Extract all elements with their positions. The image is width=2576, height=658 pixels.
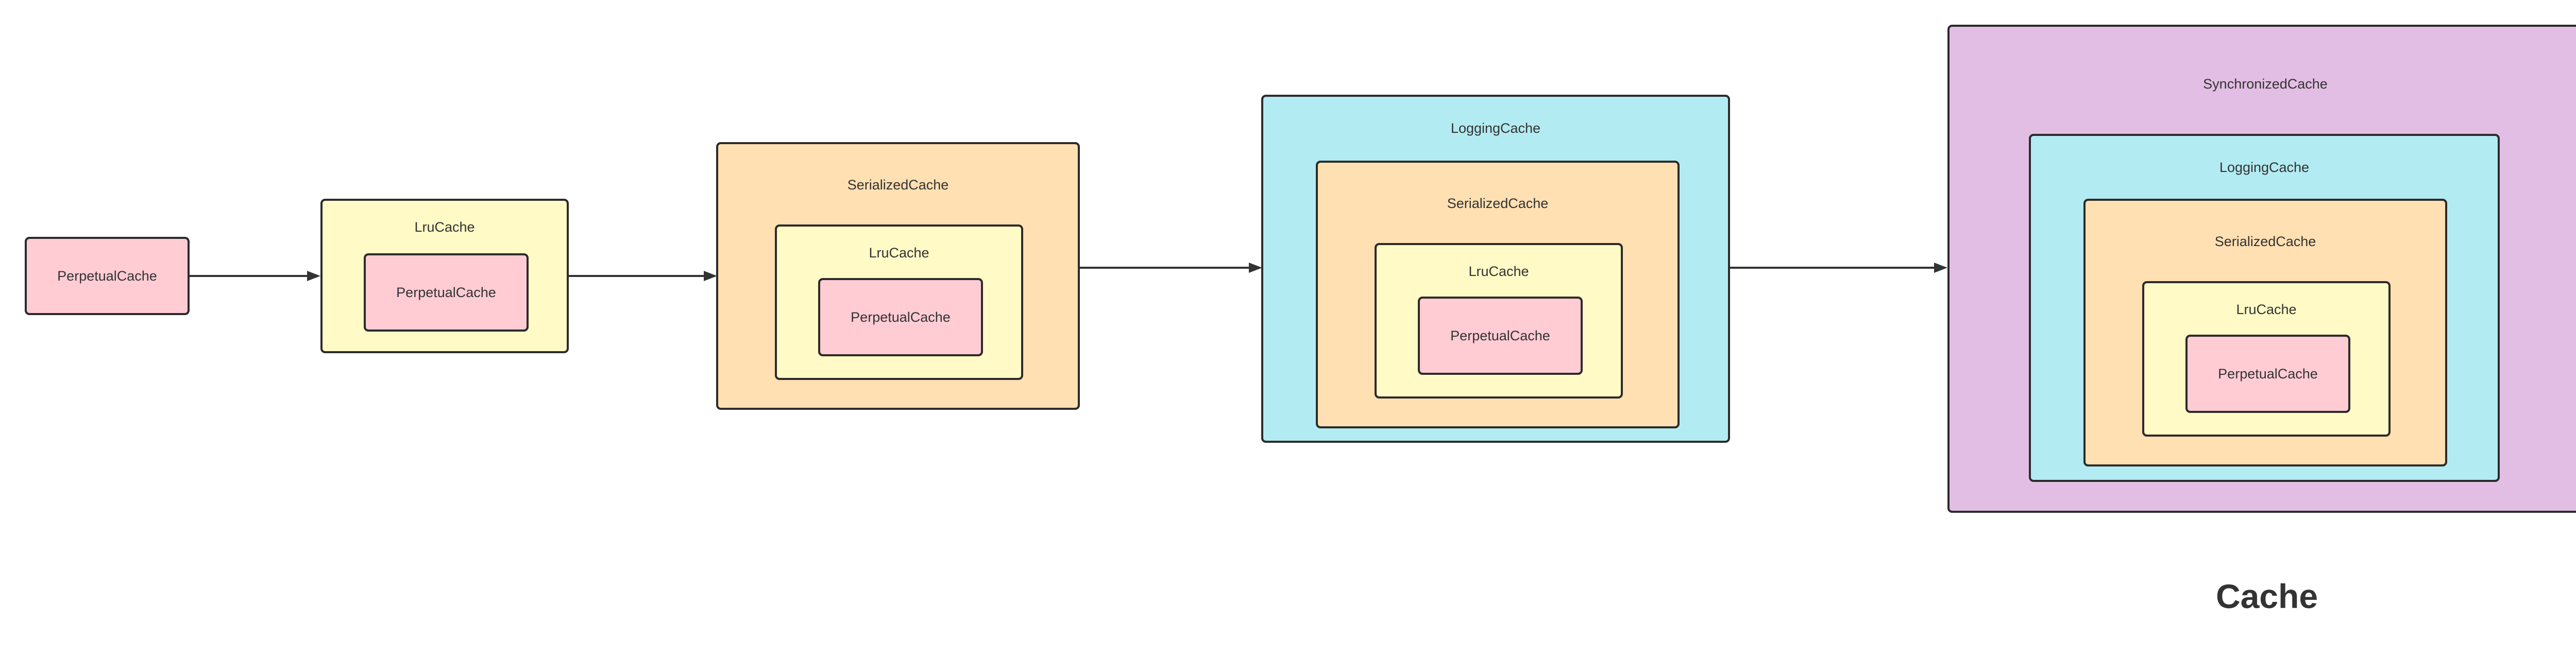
stage3-serialized-label: SerializedCache (847, 177, 949, 193)
stage1-perpetual-label: PerpetualCache (57, 268, 157, 284)
stage5-serialized-box: SerializedCache LruCache PerpetualCache (2083, 199, 2447, 466)
stage2-lru-label: LruCache (414, 219, 475, 235)
stage5-synchronized-label: SynchronizedCache (2203, 76, 2328, 92)
stage4-lru-label: LruCache (1468, 264, 1529, 279)
stage3-serialized-box: SerializedCache LruCache PerpetualCache (716, 142, 1080, 410)
arrowhead-3 (1249, 263, 1262, 273)
stage1-perpetual-box: PerpetualCache (25, 237, 190, 315)
stage4-serialized-box: SerializedCache LruCache PerpetualCache (1316, 161, 1680, 428)
arrowhead-1 (307, 271, 320, 281)
stage5-lru-box: LruCache PerpetualCache (2142, 281, 2391, 437)
stage3-perpetual-label: PerpetualCache (851, 309, 951, 325)
stage2-perpetual-box: PerpetualCache (364, 253, 529, 332)
stage4-logging-label: LoggingCache (1450, 120, 1541, 136)
stage5-logging-box: LoggingCache SerializedCache LruCache Pe… (2029, 134, 2500, 482)
stage5-logging-label: LoggingCache (2219, 160, 2310, 175)
arrowhead-2 (704, 271, 717, 281)
diagram-title: Cache (2215, 577, 2318, 615)
arrowhead-4 (1934, 263, 1947, 273)
stage3-lru-label: LruCache (869, 245, 929, 261)
stage5-lru-label: LruCache (2236, 302, 2297, 317)
stage3-lru-box: LruCache PerpetualCache (775, 224, 1023, 380)
stage3-perpetual-box: PerpetualCache (818, 278, 983, 356)
stage5-perpetual-box: PerpetualCache (2185, 335, 2350, 413)
stage4-perpetual-label: PerpetualCache (1450, 328, 1550, 343)
stage4-serialized-label: SerializedCache (1447, 196, 1549, 211)
stage5-synchronized-box: SynchronizedCache LoggingCache Serialize… (1947, 25, 2576, 513)
stage4-logging-box: LoggingCache SerializedCache LruCache Pe… (1261, 95, 1730, 443)
stage2-perpetual-label: PerpetualCache (396, 285, 496, 300)
stage5-serialized-label: SerializedCache (2214, 234, 2316, 249)
stage5-perpetual-label: PerpetualCache (2218, 366, 2318, 382)
stage2-lru-box: LruCache PerpetualCache (320, 199, 569, 353)
stage4-lru-box: LruCache PerpetualCache (1375, 243, 1623, 399)
stage4-perpetual-box: PerpetualCache (1418, 297, 1583, 375)
